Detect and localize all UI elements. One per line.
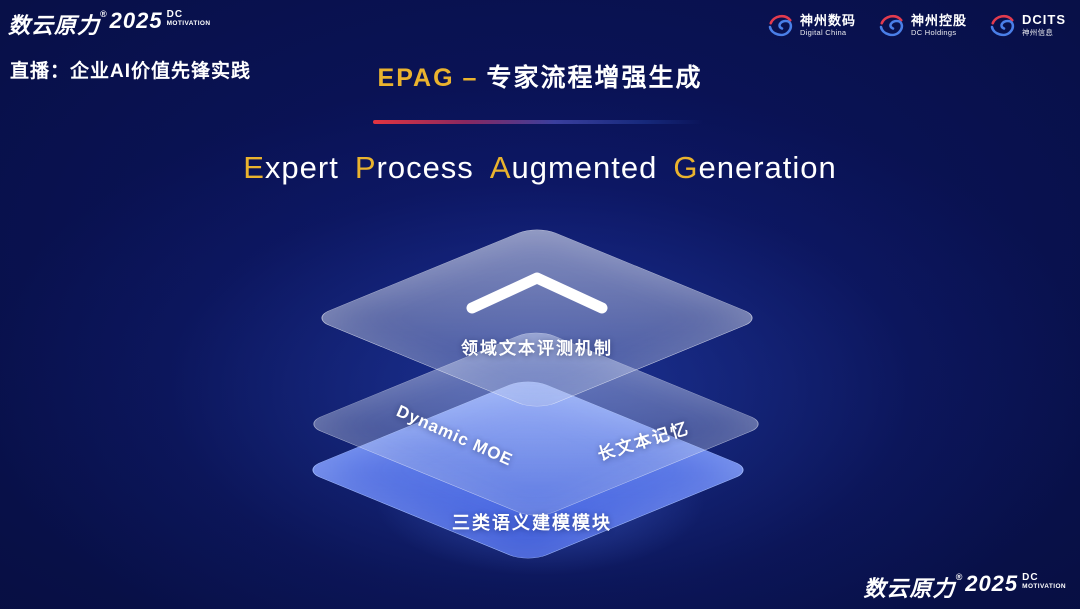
logo-text: 神州控股 DC Holdings [910, 12, 967, 38]
layer-top-diamond [310, 225, 764, 411]
layer-bottom-label: 三类语义建模模块 [452, 513, 612, 533]
title-separator: – [462, 64, 479, 92]
registered-mark: ® [955, 572, 963, 582]
page-title: EPAG–专家流程增强生成 [0, 58, 1080, 94]
brand-name: 数云原力 [863, 576, 956, 601]
dcits-swoosh-icon [990, 14, 1015, 37]
brand-year: 2025 [109, 8, 163, 33]
heading-rest: ugmented [511, 150, 658, 185]
heading-word: Process [355, 150, 474, 185]
heading-initial: E [243, 150, 265, 185]
heading-rest: rocess [376, 150, 474, 185]
heading-initial: A [489, 150, 512, 185]
brand-year: 2025 [965, 571, 1019, 596]
brand-motivation: MOTIVATION [1022, 582, 1066, 590]
brand-motivation: MOTIVATION [166, 19, 211, 27]
brand-logo-bottom-right: 数云原力 ® 2025 DC MOTIVATION [864, 571, 1066, 603]
logo-text: DCITS 神州信息 [1022, 11, 1066, 39]
logo-line1: 神州控股 [910, 12, 967, 28]
dc-holdings-swoosh-icon [879, 14, 904, 37]
layer-top-label: 领域文本评测机制 [461, 339, 613, 358]
heading-word: Expert [243, 150, 339, 185]
logo-line1: 神州数码 [799, 12, 856, 28]
digital-china-swoosh-icon [768, 14, 793, 37]
heading-initial: G [673, 150, 699, 185]
partner-logos: 神州数码 Digital China 神州控股 DC Holdings DCIT… [767, 12, 1066, 39]
brand-subtext: DC MOTIVATION [1022, 572, 1066, 590]
heading-word: Generation [673, 150, 836, 185]
logo-line2: 神州信息 [1022, 28, 1054, 38]
chevron-up-icon [466, 272, 608, 314]
logo-line2: Digital China [799, 28, 847, 38]
heading-word: Augmented [490, 150, 658, 185]
logo-digital-china: 神州数码 Digital China [767, 12, 856, 39]
registered-mark: ® [100, 9, 107, 19]
brand-dc: DC [166, 9, 184, 20]
logo-line2: DC Holdings [910, 28, 957, 38]
live-stream-label: 直播：企业AI价值先锋实践 [10, 61, 252, 82]
heading-rest: xpert [264, 150, 339, 185]
title-rest: 专家流程增强生成 [486, 64, 703, 92]
logo-dc-holdings: 神州控股 DC Holdings [878, 12, 967, 39]
logo-dcits: DCITS 神州信息 [989, 12, 1066, 39]
brand-logo-top-left: 数云原力 ® 2025 DC MOTIVATION [8, 8, 210, 40]
heading-initial: P [354, 150, 377, 185]
brand-dc: DC [1022, 572, 1039, 583]
logo-line1: DCITS [1022, 11, 1066, 27]
brand-name: 数云原力 [8, 13, 101, 38]
title-highlight: EPAG [377, 64, 455, 92]
heading-rest: eneration [698, 150, 837, 185]
brand-subtext: DC MOTIVATION [166, 9, 211, 27]
main-heading: Expert Process Augmented Generation [0, 150, 1080, 186]
gradient-divider [373, 120, 703, 124]
logo-text: 神州数码 Digital China [799, 12, 856, 38]
